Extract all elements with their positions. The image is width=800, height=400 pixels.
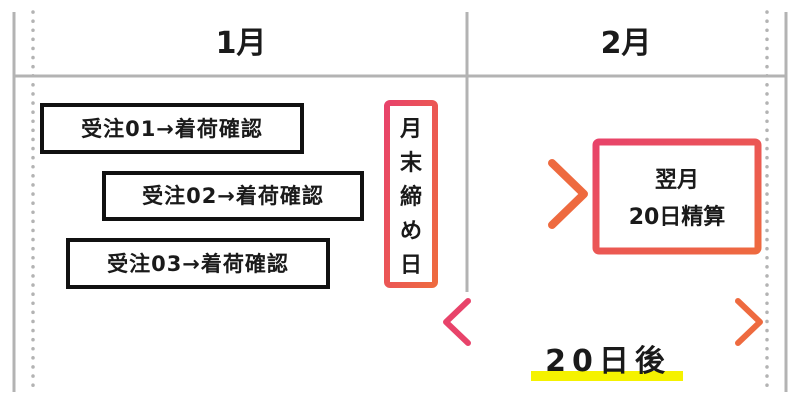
closing-day-char: 日 [400, 253, 422, 278]
closing-day-char: 末 [400, 151, 423, 176]
settlement-box: 翌月 20日精算 [592, 138, 762, 255]
settlement-line-2: 20日精算 [629, 204, 726, 230]
settlement-line-1: 翌月 [655, 168, 699, 193]
month-label-february: 2月 [601, 26, 652, 61]
interval-label: 20日後 [545, 344, 671, 379]
order-label: 受注03→着荷確認 [107, 252, 289, 276]
closing-day-char: め [400, 219, 422, 244]
interval-highlight [531, 371, 683, 381]
order-label: 受注02→着荷確認 [142, 184, 324, 208]
closing-day-char: 月 [399, 117, 422, 142]
double-arrow-icon [443, 298, 763, 346]
closing-day-box: 月 末 締 め 日 [384, 100, 438, 288]
arrow-right-icon [433, 159, 588, 229]
order-box-3: 受注03→着荷確認 [66, 238, 330, 289]
order-box-1: 受注01→着荷確認 [40, 103, 304, 154]
month-label-january: 1月 [216, 26, 267, 61]
order-label: 受注01→着荷確認 [81, 117, 263, 141]
order-box-2: 受注02→着荷確認 [102, 171, 364, 221]
closing-day-char: 締 [400, 184, 422, 210]
